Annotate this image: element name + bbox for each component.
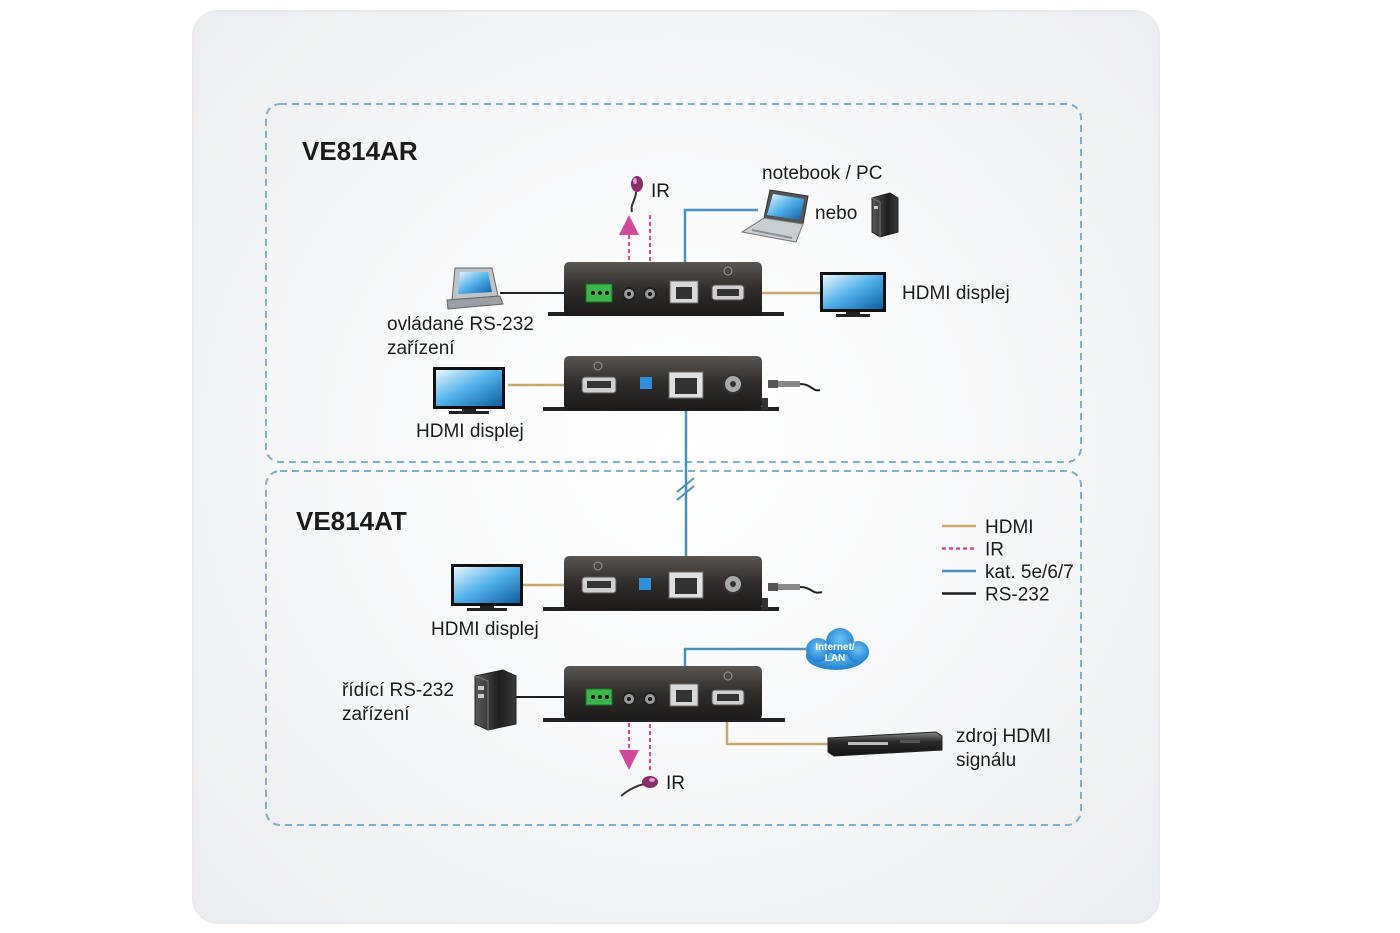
internet-cloud-icon: Internet/ LAN [806,628,869,670]
rs232-controlling-device-line2: zařízení [342,704,410,725]
receiver-box [265,103,1082,463]
power-plug-icon [768,380,821,392]
receiver-title: VE814AR [302,136,418,166]
legend-label-1: IR [985,540,1004,561]
notebook-pc-label: notebook / PC [762,163,883,184]
hdmi-display-right-icon [820,272,886,317]
hdmi-source-line2: signálu [956,750,1017,771]
cable-break-mark-1 [676,477,695,493]
legend-label-3: RS-232 [985,585,1049,606]
legend-label-2: kat. 5e/6/7 [985,562,1074,583]
hdmi-display-tx-label: HDMI displej [431,619,539,640]
transmitter-unit-rear [543,556,779,611]
transmitter-unit-front [543,666,785,722]
receiver-ir-label: IR [651,181,670,202]
hdmi-source-line1: zdroj HDMI [956,726,1052,747]
hdmi-display-tx-icon [451,564,523,611]
legend-label-0: HDMI [985,517,1034,538]
touch-panel-icon [446,267,504,310]
cable-break-mark-2 [676,485,695,501]
cloud-label-line2: LAN [825,653,846,664]
ir-sensor-icon [630,176,643,213]
receiver-unit-rear [543,356,779,411]
pc-tower-icon [871,192,899,238]
transmitter-title: VE814AT [296,506,407,536]
cat-cable-notebook [683,208,758,276]
rs232-controlled-device-line1: ovládané RS-232 [387,314,534,335]
hdmi-display-left-label: HDMI displej [416,421,524,442]
hdmi-source-player-icon [827,731,943,757]
rs232-controlling-device-line1: řídící RS-232 [342,680,454,701]
transmitter-box [265,470,1082,826]
ir-sensor-tx-icon [620,776,658,797]
receiver-unit-front [548,262,784,316]
or-label: nebo [815,203,858,224]
transmitter-ir-label: IR [666,773,685,794]
hdmi-display-left-icon [433,367,505,414]
power-plug-tx-icon [768,583,823,594]
cloud-label-line1: Internet/ [815,642,855,653]
hdmi-display-right-label: HDMI displej [902,283,1010,304]
rs232-controlled-device-line2: zařízení [387,338,455,359]
pc-tower-tx-icon [474,669,517,731]
notebook-icon [740,189,809,243]
diagram-frame [192,10,1160,924]
